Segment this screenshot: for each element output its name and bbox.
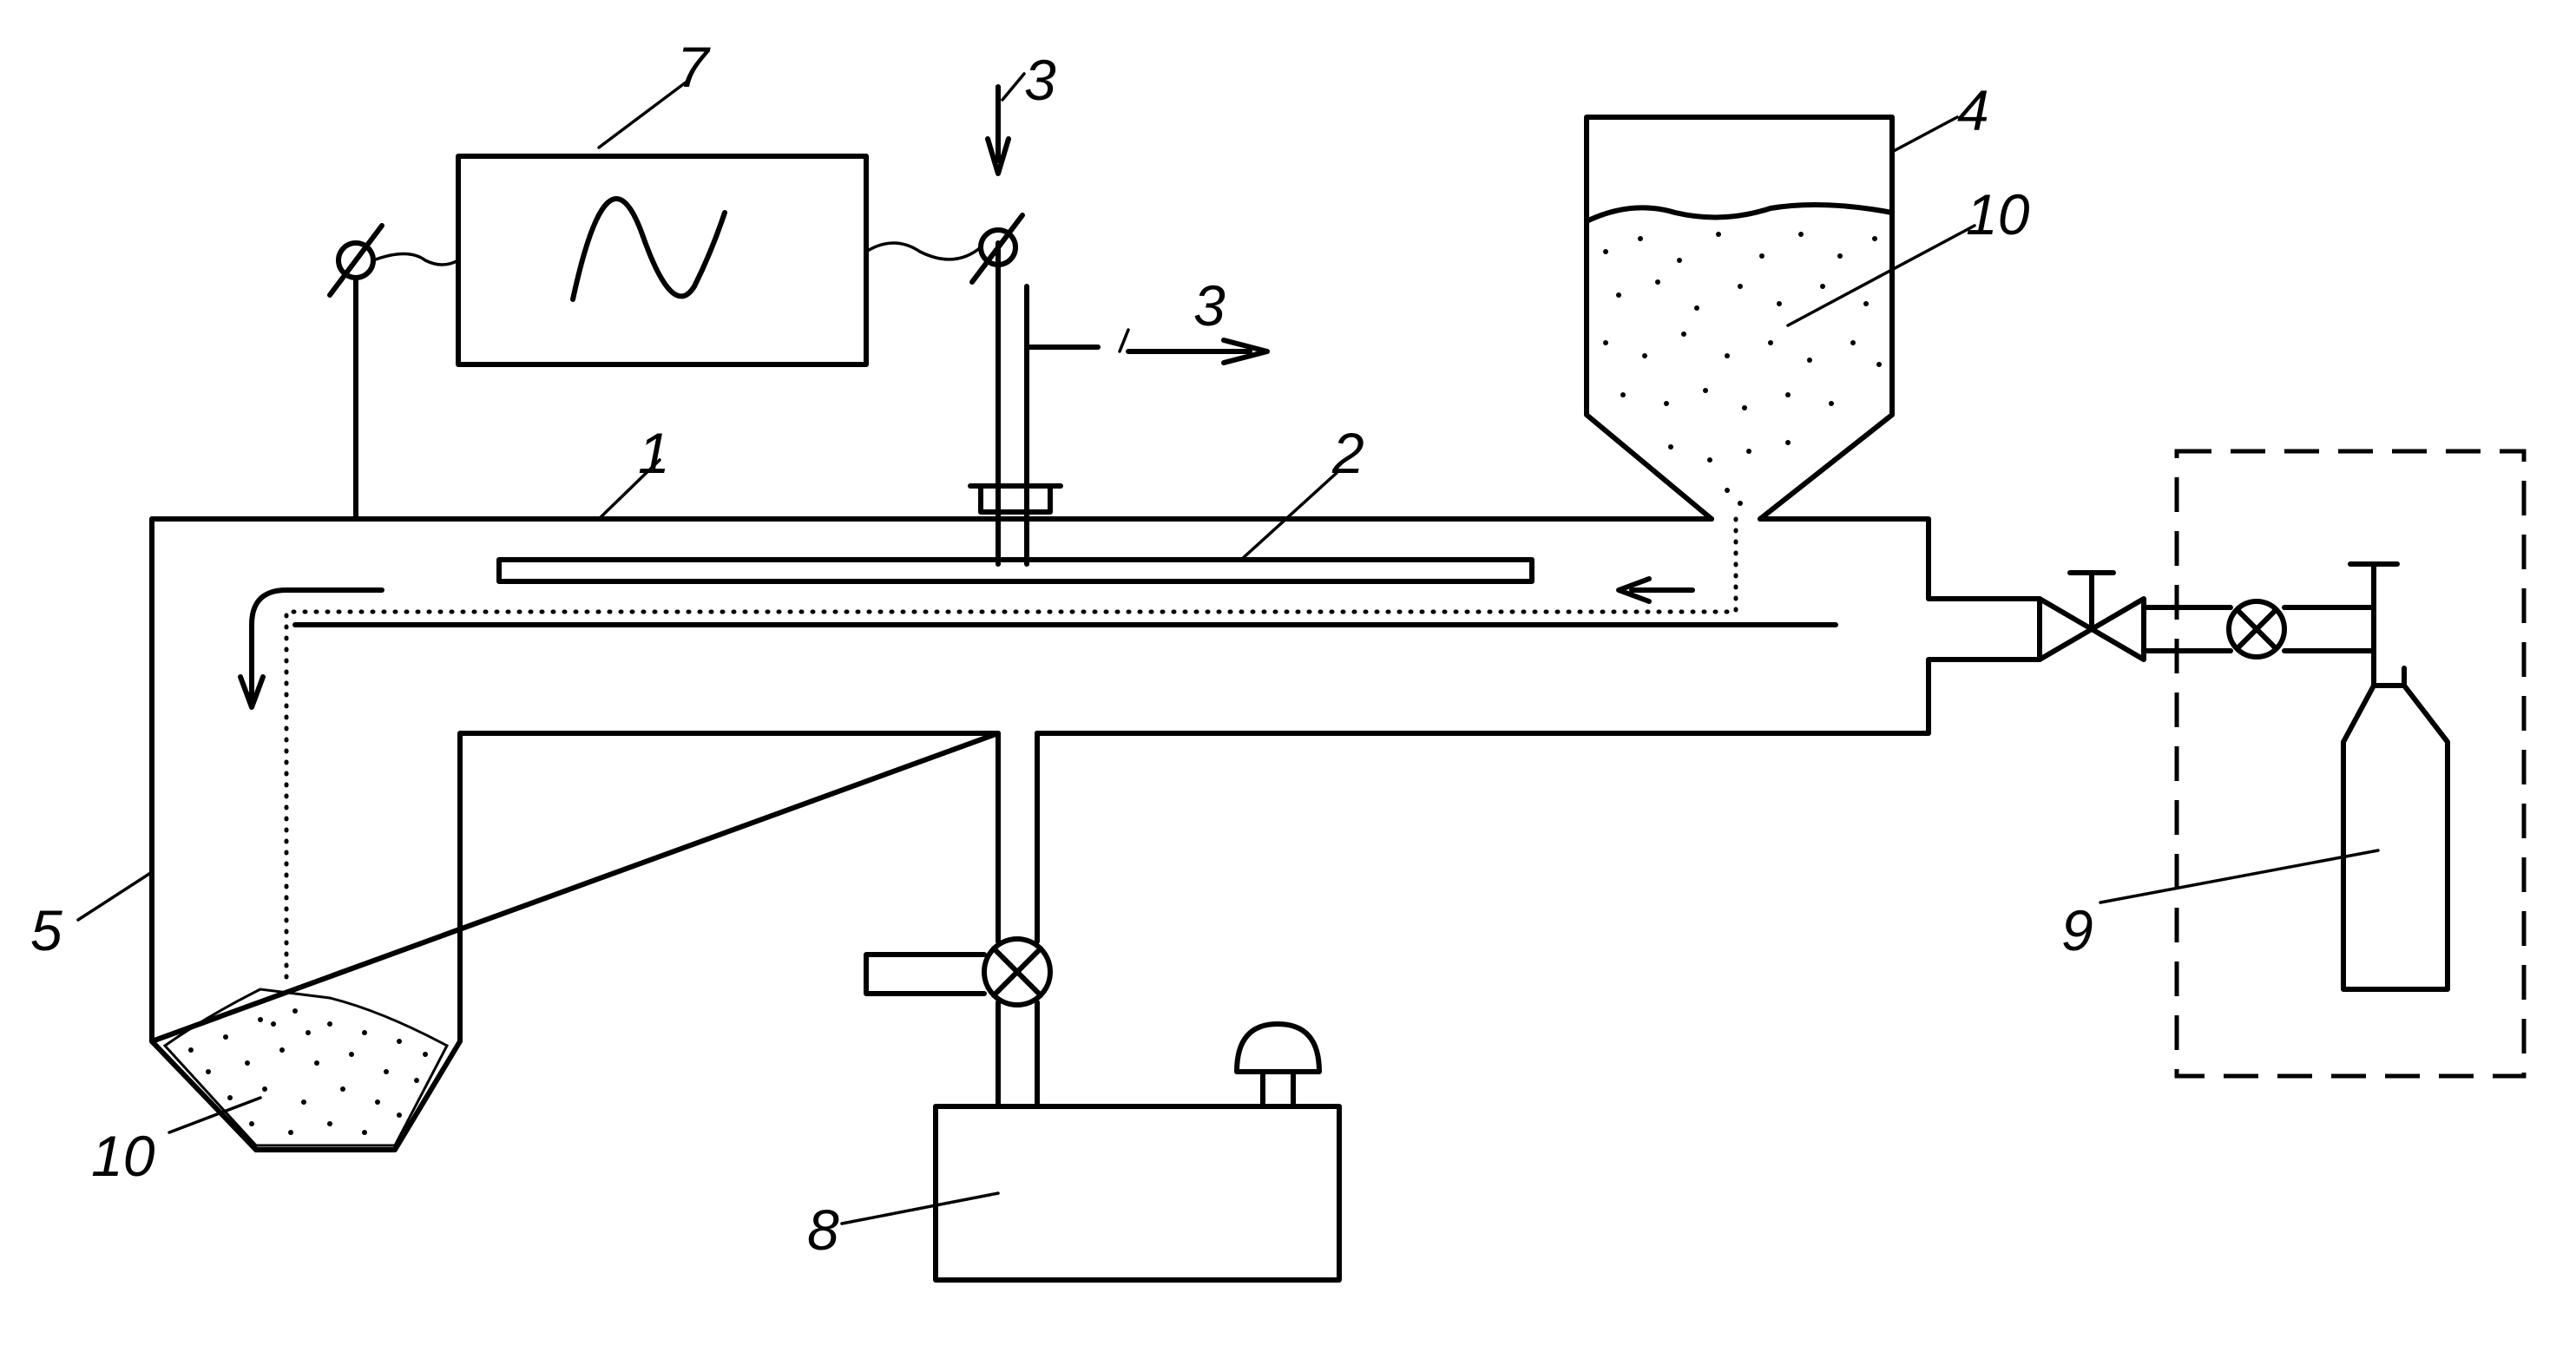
chamber-body xyxy=(149,516,2042,1152)
hopper-granules xyxy=(1603,232,1882,506)
leader-lines xyxy=(76,72,2380,1225)
label-10-hopper: 10 xyxy=(1966,182,2030,246)
label-8: 8 xyxy=(807,1198,839,1262)
vacuum-pump xyxy=(864,731,1342,1283)
label-2: 2 xyxy=(1331,421,1364,485)
label-1: 1 xyxy=(638,421,670,485)
particle-flow xyxy=(238,516,1738,983)
power-generator xyxy=(327,154,1025,522)
label-3-inlet: 3 xyxy=(1024,48,1056,112)
labels: 1 2 3 3 4 5 7 8 9 10 10 xyxy=(30,35,2093,1262)
label-4: 4 xyxy=(1957,78,1989,142)
feed-hopper xyxy=(1584,115,1895,522)
label-7: 7 xyxy=(677,35,711,99)
label-10-bin: 10 xyxy=(91,1124,155,1188)
label-9: 9 xyxy=(2061,898,2093,962)
collected-granules xyxy=(162,988,450,1147)
label-3-outlet: 3 xyxy=(1193,273,1226,338)
central-tube xyxy=(968,84,1270,567)
gas-supply xyxy=(2037,449,2527,1079)
label-5: 5 xyxy=(30,898,62,962)
electrode-plate xyxy=(496,557,1534,584)
